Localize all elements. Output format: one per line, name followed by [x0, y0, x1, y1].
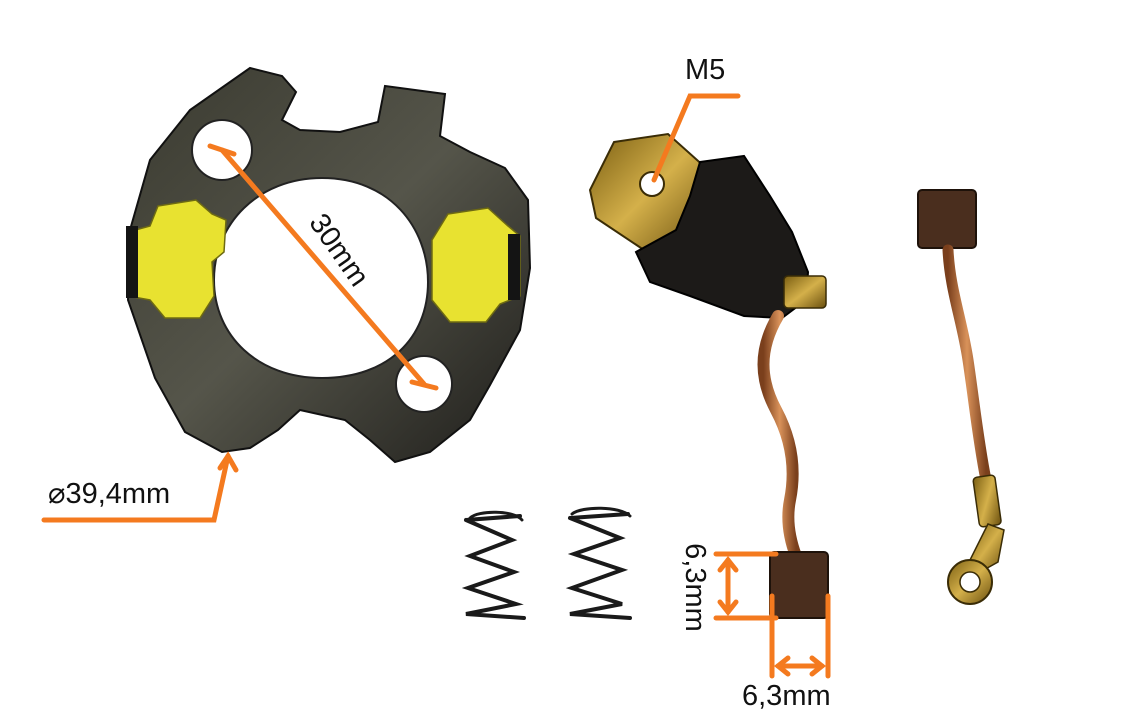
spring-icon [565, 506, 632, 620]
brush-slot-left [126, 226, 138, 298]
insulated-brush-icon [588, 132, 829, 619]
carbon-brush [769, 551, 829, 619]
spring-icon [461, 510, 526, 620]
brass-post [783, 275, 827, 309]
ring-hole [959, 571, 981, 593]
brush-holder-plate-icon [126, 66, 532, 464]
copper-lead [757, 310, 802, 562]
tab-hole [639, 171, 665, 197]
thread-label: M5 [685, 54, 726, 86]
diameter-leader [41, 453, 231, 523]
copper-lead-right [942, 244, 992, 486]
crimp-sleeve [972, 474, 1002, 528]
brush-slot-right [508, 234, 520, 300]
brush-width-label: 6,3mm [742, 680, 831, 712]
hole-spacing-line [219, 147, 427, 387]
terminal-stem [969, 523, 1005, 573]
diameter-label: ⌀39,4mm [48, 478, 171, 510]
dimension-annotations [41, 93, 831, 679]
insulator-right [431, 207, 521, 323]
brush-with-ring-terminal-icon [917, 189, 1005, 605]
rubber-sleeve [634, 154, 810, 320]
m5-leader [651, 93, 741, 183]
brush-height-label: 6,3mm [678, 543, 711, 632]
carbon-brush-small [917, 189, 977, 249]
